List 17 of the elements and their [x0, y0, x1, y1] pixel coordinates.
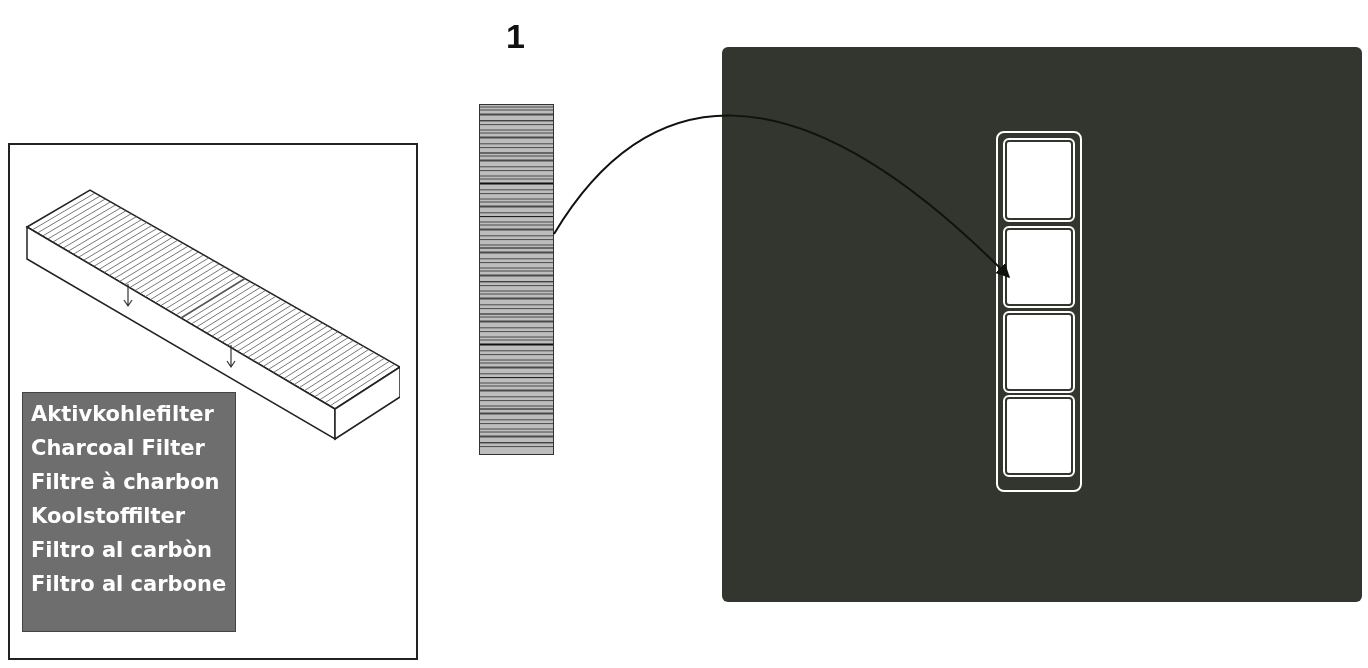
- filter-name: Filtro al carbòn: [31, 537, 212, 564]
- callout-number: 1: [506, 16, 525, 56]
- filter-strip-drawing: [479, 104, 554, 455]
- hood-panel: [722, 47, 1362, 602]
- filter-slot: [1005, 313, 1073, 391]
- filter-name: Filtre à charbon: [31, 469, 220, 496]
- filter-holder: [996, 131, 1082, 492]
- filter-slot: [1005, 397, 1073, 475]
- filter-name: Aktivkohlefilter: [31, 401, 214, 428]
- filter-slot: [1005, 228, 1073, 306]
- filter-name: Filtro al carbone: [31, 571, 227, 598]
- filter-slot: [1005, 140, 1073, 220]
- filter-name: Charcoal Filter: [31, 435, 205, 462]
- arrow: [553, 114, 1010, 278]
- filter-name: Koolstoffilter: [31, 503, 186, 530]
- inset-frame: [8, 143, 418, 660]
- label-panel: [22, 392, 236, 632]
